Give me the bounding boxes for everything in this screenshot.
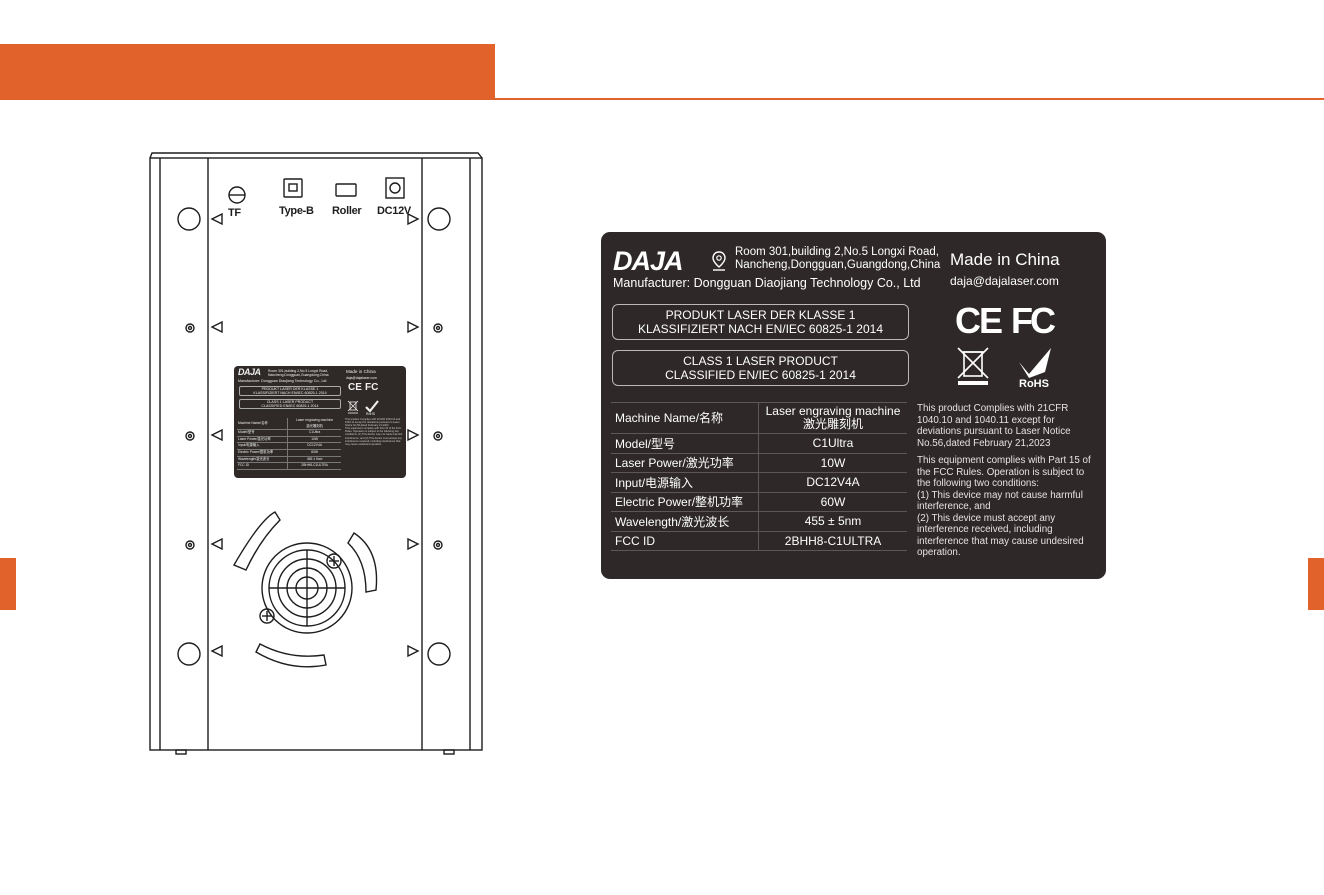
header-bar [0,44,495,100]
spec-name: Model/型号 [611,433,759,454]
mini-manufacturer: Manufacturer: Dongguan Diaojiang Technol… [238,379,327,383]
spec-value: DC12V4A [287,442,341,450]
mini-address: Room 301,building 2,No.5 Longxi Road,Nan… [268,369,329,378]
spec-value: 2BHH8-C1ULTRA [287,462,341,470]
mini-brand-logo: DAJA [238,367,261,377]
mini-notice: This product Complies with 21CFR 1040.10… [345,418,403,446]
rohs-icon: RoHS [1019,348,1051,388]
port-label-tf: TF [228,207,241,219]
ce-mark-icon: CE [955,300,1003,341]
port-label-type-b: Type-B [279,205,314,217]
spec-name: FCC ID [611,531,759,551]
panel-outline [149,152,483,755]
mini-ce-icon: CE [348,382,362,393]
spec-value: 10W [287,436,341,444]
left-side-tab [0,558,16,610]
spec-value: 455 ± 5nm [287,456,341,464]
spec-name: Electric Power/整机功率 [611,492,759,512]
made-in-china: Made in China [950,250,1060,269]
spec-value: 60W [758,492,907,512]
compliance-notes: This product Complies with 21CFR 1040.10… [917,403,1099,565]
device-back-panel: TF Type-B Roller DC12V DAJA Room 301,bui… [140,150,490,765]
spec-name: Laser Power/激光功率 [611,453,759,473]
brand-logo: DAJA [613,246,684,276]
location-pin-icon [712,251,726,271]
cfr-notice: This product Complies with 21CFR 1040.10… [917,403,1071,449]
rating-label-enlarged: DAJA Room 301,building 2,No.5 Longxi Roa… [601,232,1106,579]
spec-name: Input/电源输入 [237,442,288,450]
spec-value: C1Ultra [758,433,907,454]
spec-value: 2BHH8-C1ULTRA [758,531,907,551]
spec-value: 10W [758,453,907,473]
svg-text:RoHS: RoHS [366,412,376,416]
weee-bin-icon [957,347,989,385]
spec-name: Machine Name/名称 [611,402,759,434]
svg-text:RoHS: RoHS [1019,378,1049,388]
spec-name: FCC ID [237,462,288,470]
spec-name: Model/型号 [237,429,288,437]
port-label-roller: Roller [332,205,362,217]
spec-name: Laser Power/激光功率 [237,436,288,444]
spec-name: Wavelength/激光波长 [611,511,759,532]
manufacturer-line: Manufacturer: Dongguan Diaojiang Technol… [613,276,921,290]
spec-value: DC12V4A [758,472,907,493]
address: Room 301,building 2,No.5 Longxi Road,Nan… [735,246,941,271]
mini-email: daja@dajalaser.com [346,376,377,380]
spec-value: C1Ultra [287,429,341,437]
mini-made-in: Made in China [346,369,376,374]
spec-name: Machine Name/名称 [237,418,288,431]
mini-weee-rohs-icon: RoHS [347,400,379,416]
header-rule [495,98,1324,100]
port-label-dc12v: DC12V [377,205,411,217]
right-side-tab [1308,558,1324,610]
spec-name: Wavelength/激光波长 [237,456,288,464]
spec-value: 455 ± 5nm [758,511,907,532]
fcc-mark-icon: FC [1011,300,1056,341]
email-address: daja@dajalaser.com [950,274,1059,288]
mini-rating-label: DAJA Room 301,building 2,No.5 Longxi Roa… [234,366,406,478]
spec-name: Electric Power/整机功率 [237,449,288,457]
mini-fcc-icon: FC [365,382,379,393]
fcc-notice: This equipment complies with Part 15 of … [917,455,1091,558]
spec-name: Input/电源输入 [611,472,759,493]
spec-value: 60W [287,449,341,457]
